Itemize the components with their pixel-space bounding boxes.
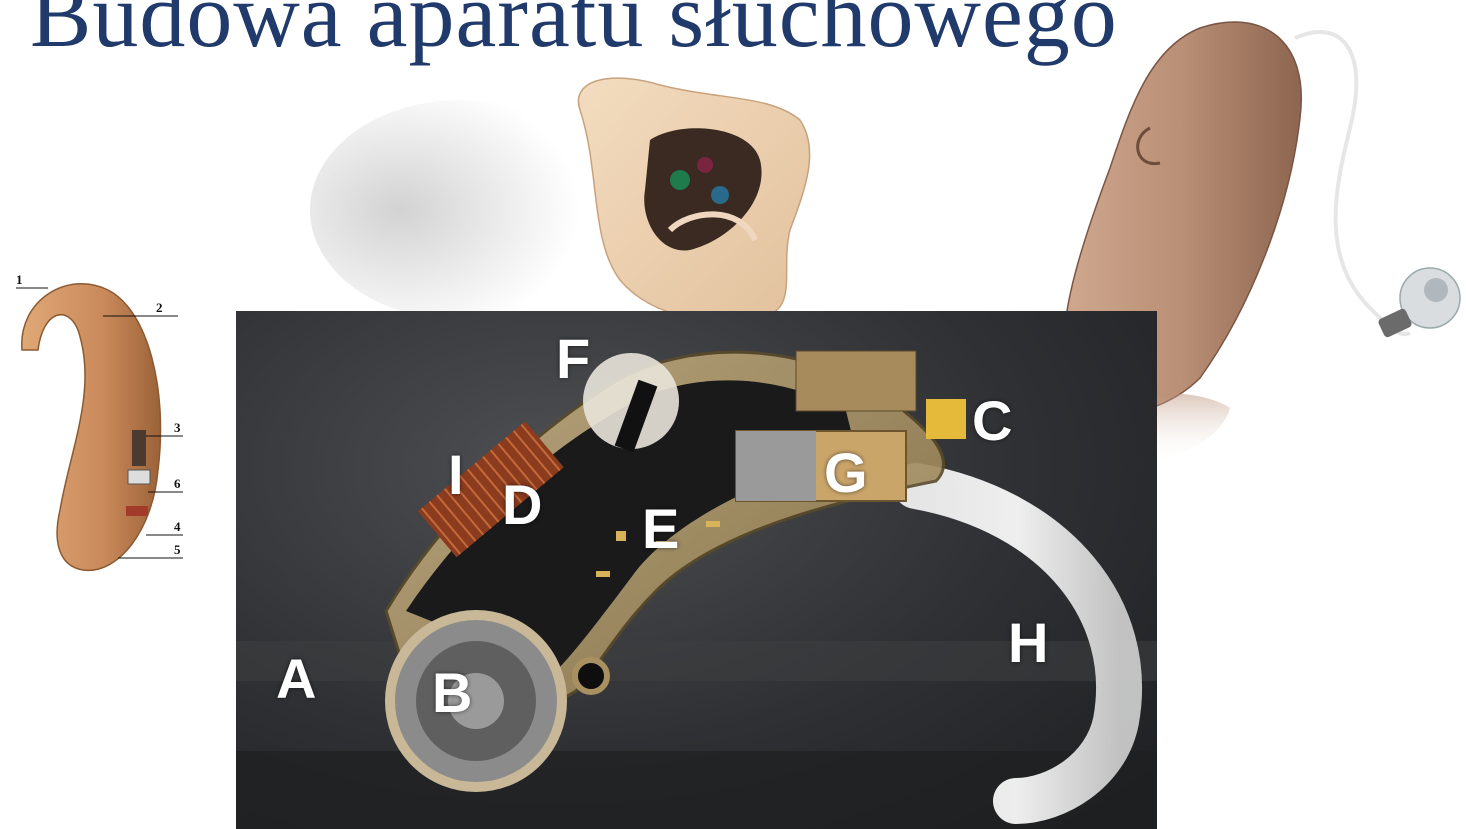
label-b: B [432,665,472,721]
hearing-aid-internals-drawing [236,311,1157,829]
label-f: F [556,331,590,387]
callout-3: 3 [174,420,181,435]
label-h: H [1008,615,1048,671]
callout-1: 1 [16,272,23,287]
callout-5: 5 [174,542,181,557]
label-d: D [502,477,542,533]
label-c: C [972,393,1012,449]
in-the-ear-hearing-aid-icon [300,40,860,320]
label-a: A [276,651,316,707]
label-e: E [642,501,679,557]
hearing-aid-internals-diagram: A B C D E F G H I [236,311,1157,829]
label-g: G [824,445,868,501]
callout-4: 4 [174,519,181,534]
callout-2: 2 [156,300,163,315]
callout-6: 6 [174,476,181,491]
behind-the-ear-hearing-aid-icon: 1 2 3 6 4 5 [8,270,193,590]
label-i: I [448,447,464,503]
